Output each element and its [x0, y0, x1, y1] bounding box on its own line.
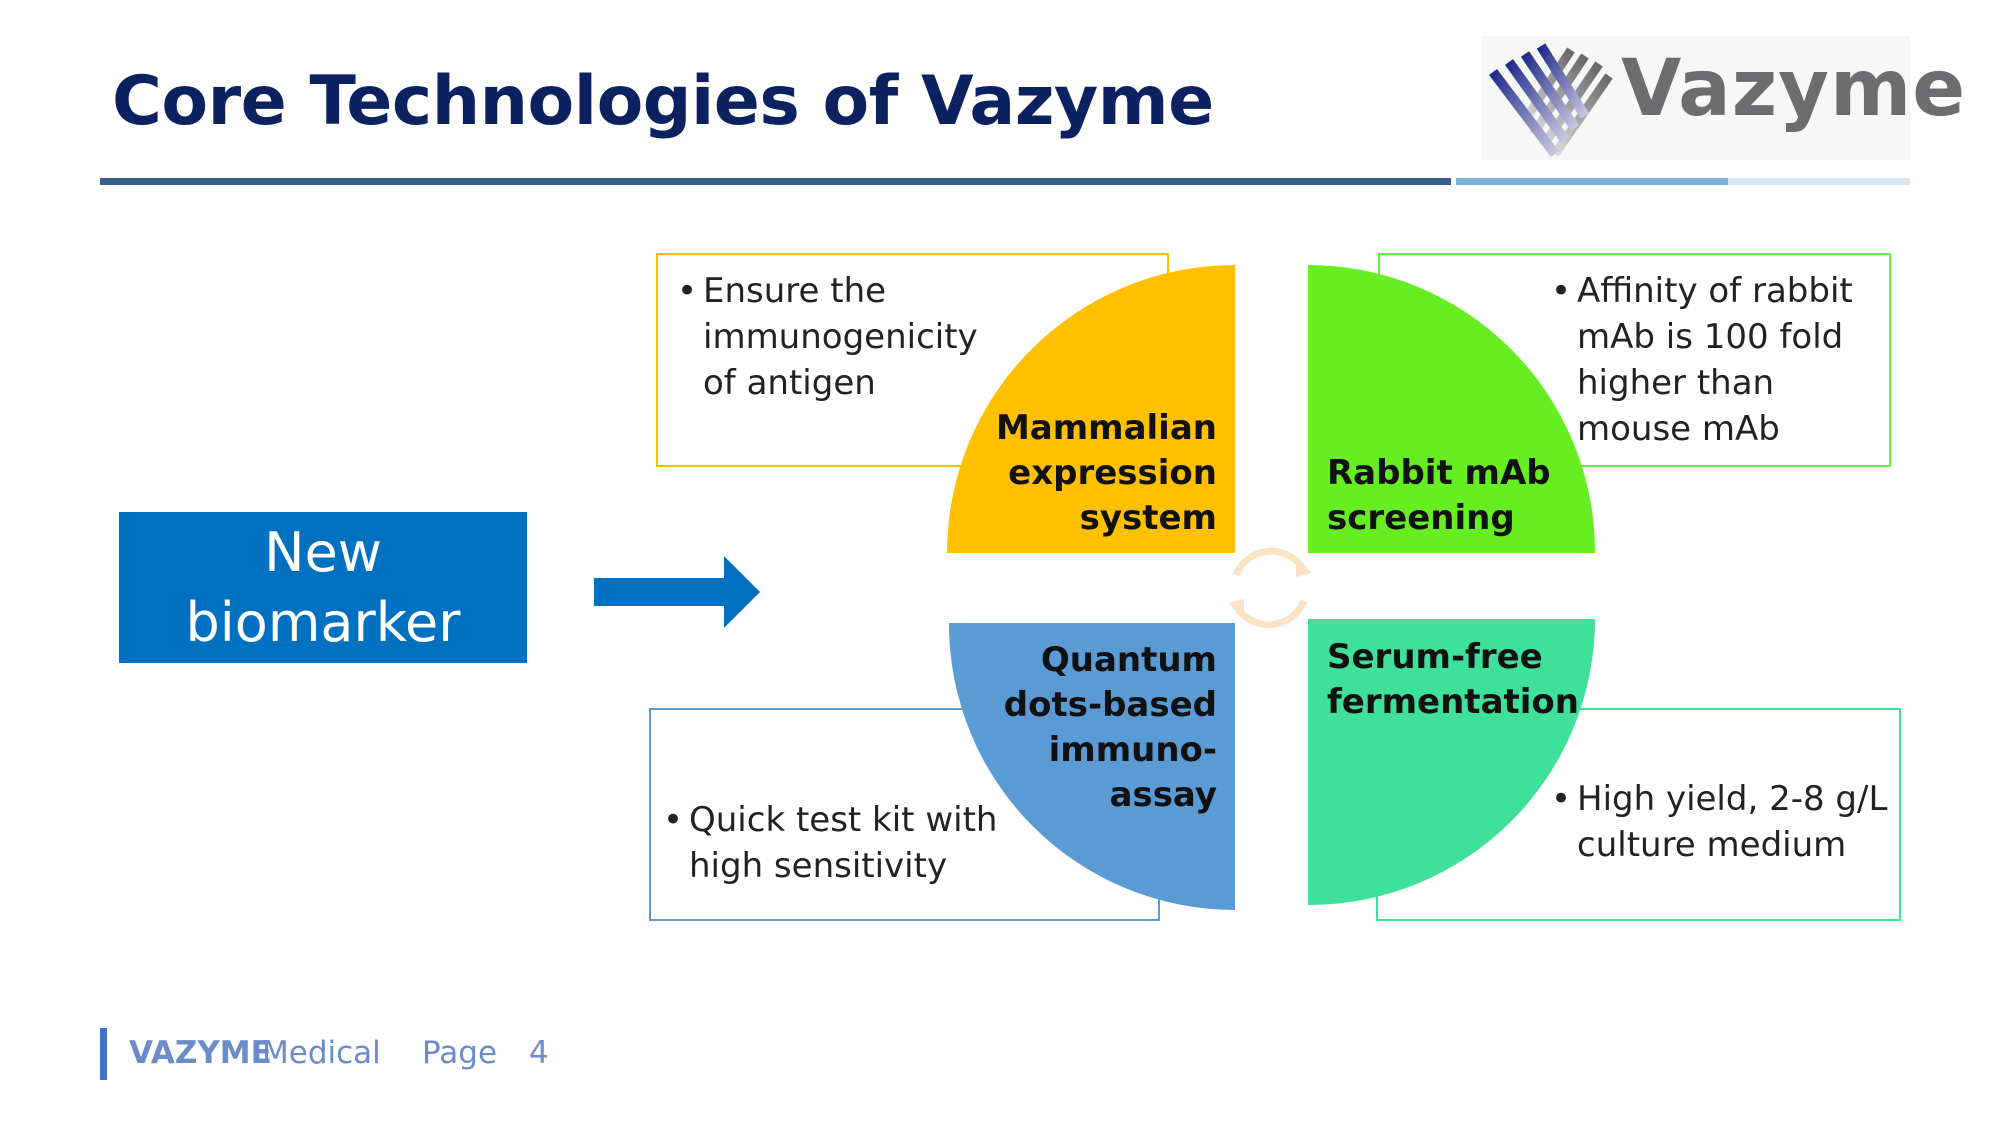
label-line: immuno- — [1048, 730, 1217, 770]
bullet-line: culture medium — [1577, 825, 1847, 865]
label-line: Serum-free — [1327, 637, 1543, 677]
biomarker-line-2: biomarker — [185, 590, 461, 654]
label-line: system — [1079, 498, 1217, 538]
cycle-arrows-icon — [1228, 547, 1312, 629]
bullet-line: higher than — [1577, 363, 1775, 403]
label-line: Quantum — [1040, 640, 1217, 680]
bullet-line: immunogenicity — [703, 317, 978, 357]
label-line: screening — [1327, 498, 1515, 538]
bullet-line: mouse mAb — [1577, 409, 1780, 449]
bullet-line: Ensure the — [703, 271, 887, 311]
label-line: fermentation — [1327, 682, 1579, 722]
title-rule-dark — [100, 178, 1451, 185]
serum-bullet: • High yield, 2-8 g/L culture medium — [1551, 776, 1888, 868]
bullet-line: Affinity of rabbit — [1577, 271, 1853, 311]
logo-mark-icon — [1489, 43, 1613, 158]
rabbit-label: Rabbit mAb screening — [1327, 451, 1551, 541]
serum-label: Serum-free fermentation — [1327, 635, 1579, 725]
quantum-bullet: • Quick test kit with high sensitivity — [663, 797, 998, 889]
bullet-line: High yield, 2-8 g/L — [1577, 779, 1888, 819]
bullet-line: high sensitivity — [689, 846, 948, 886]
right-arrow-icon — [594, 556, 760, 628]
logo-wordmark: Vazyme — [1621, 44, 1967, 134]
slide-title: Core Technologies of Vazyme — [112, 62, 1214, 141]
mammalian-bullet: • Ensure the immunogenicity of antigen — [677, 268, 978, 406]
label-line: dots-based — [1003, 685, 1217, 725]
new-biomarker-box: New biomarker — [119, 512, 527, 663]
rabbit-bullet: • Affinity of rabbit mAb is 100 fold hig… — [1551, 268, 1853, 452]
footer-page-number: 4 — [529, 1035, 549, 1071]
quantum-label: Quantum dots-based immuno- assay — [1004, 638, 1217, 818]
label-line: Mammalian — [995, 408, 1217, 448]
footer-accent-bar — [100, 1028, 107, 1080]
footer-brand: VAZYME — [129, 1035, 272, 1071]
vazyme-logo: Vazyme — [1481, 36, 1965, 160]
label-line: Rabbit mAb — [1327, 453, 1551, 493]
bullet-line: of antigen — [703, 363, 876, 403]
footer-brand-suffix: Medical — [262, 1035, 381, 1071]
title-rule-light — [1728, 178, 1910, 185]
title-rule-mid — [1456, 178, 1728, 185]
label-line: expression — [1008, 453, 1217, 493]
bullet-line: mAb is 100 fold — [1577, 317, 1844, 357]
biomarker-line-1: New — [264, 520, 382, 584]
mammalian-label: Mammalian expression system — [996, 406, 1217, 541]
bullet-line: Quick test kit with — [689, 800, 998, 840]
label-line: assay — [1109, 775, 1217, 815]
footer-page-label: Page — [422, 1035, 498, 1071]
